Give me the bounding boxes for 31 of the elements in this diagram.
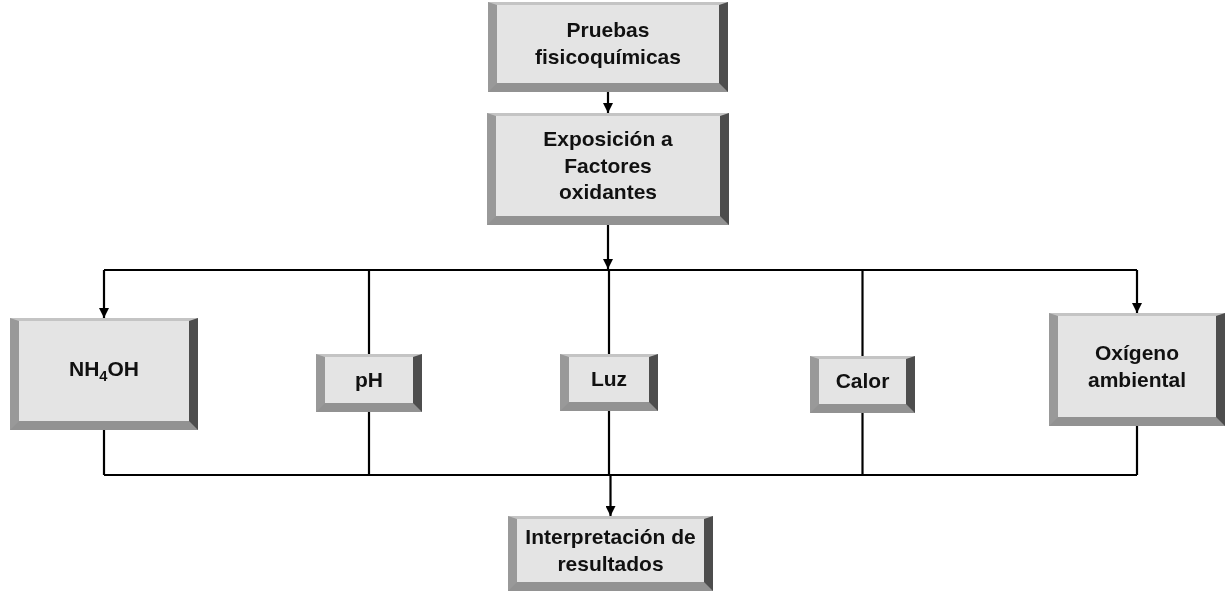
connector-line [1135, 426, 1139, 475]
connector-line [861, 270, 864, 356]
box-label: NH$_{4}$OH [69, 356, 139, 386]
box-label: Oxígeno ambiental [1087, 339, 1187, 393]
connector-line [104, 473, 1137, 477]
process-box [810, 356, 915, 413]
connector-line [102, 430, 106, 475]
connector-line [367, 412, 371, 475]
process-box [508, 516, 713, 591]
connector-line [367, 270, 371, 354]
connector-line [861, 413, 864, 475]
connector-line [603, 92, 613, 113]
box-label: Calor [835, 368, 890, 395]
connector-line [1132, 270, 1142, 313]
connector-line [607, 270, 611, 354]
process-box [488, 2, 728, 92]
box-label: Exposición a Factores oxidantes [542, 126, 674, 206]
process-box [487, 113, 729, 225]
connector-line [607, 411, 611, 475]
box-label: Luz [590, 366, 628, 393]
process-box [560, 354, 658, 411]
connector-line [104, 268, 1137, 272]
process-box [316, 354, 422, 412]
box-label: pH [355, 366, 383, 393]
process-box [10, 318, 198, 430]
connector-line [605, 475, 616, 516]
process-box [1049, 313, 1225, 426]
connector-line [99, 270, 109, 318]
box-label: Pruebas fisicoquímicas [534, 17, 682, 70]
box-label: Interpretación de resultados [524, 523, 697, 577]
connector-line [603, 225, 613, 269]
